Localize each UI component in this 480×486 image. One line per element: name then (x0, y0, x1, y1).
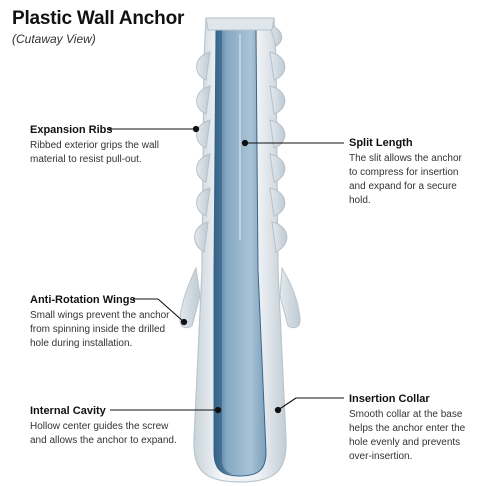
anti-rotation-wing-left (180, 268, 200, 328)
callout-title: Anti-Rotation Wings (30, 294, 180, 306)
callout-title: Split Length (349, 137, 467, 149)
top-rim (206, 18, 274, 30)
callout-body: Ribbed exterior grips the wall material … (30, 139, 180, 167)
callout-anti-rotation-wings: Anti-Rotation Wings Small wings prevent … (30, 294, 180, 351)
callout-title: Insertion Collar (349, 393, 473, 405)
callout-expansion-ribs: Expansion Ribs Ribbed exterior grips the… (30, 124, 180, 167)
callout-insertion-collar: Insertion Collar Smooth collar at the ba… (349, 393, 473, 464)
callout-body: Small wings prevent the anchor from spin… (30, 309, 180, 351)
callout-title: Internal Cavity (30, 405, 180, 417)
callout-title: Expansion Ribs (30, 124, 180, 136)
callout-body: The slit allows the anchor to compress f… (349, 152, 467, 208)
callout-body: Hollow center guides the screw and allow… (30, 420, 180, 448)
callout-split-length: Split Length The slit allows the anchor … (349, 137, 467, 208)
callout-body: Smooth collar at the base helps the anch… (349, 408, 473, 464)
anti-rotation-wing-right (280, 268, 300, 328)
callout-internal-cavity: Internal Cavity Hollow center guides the… (30, 405, 180, 448)
